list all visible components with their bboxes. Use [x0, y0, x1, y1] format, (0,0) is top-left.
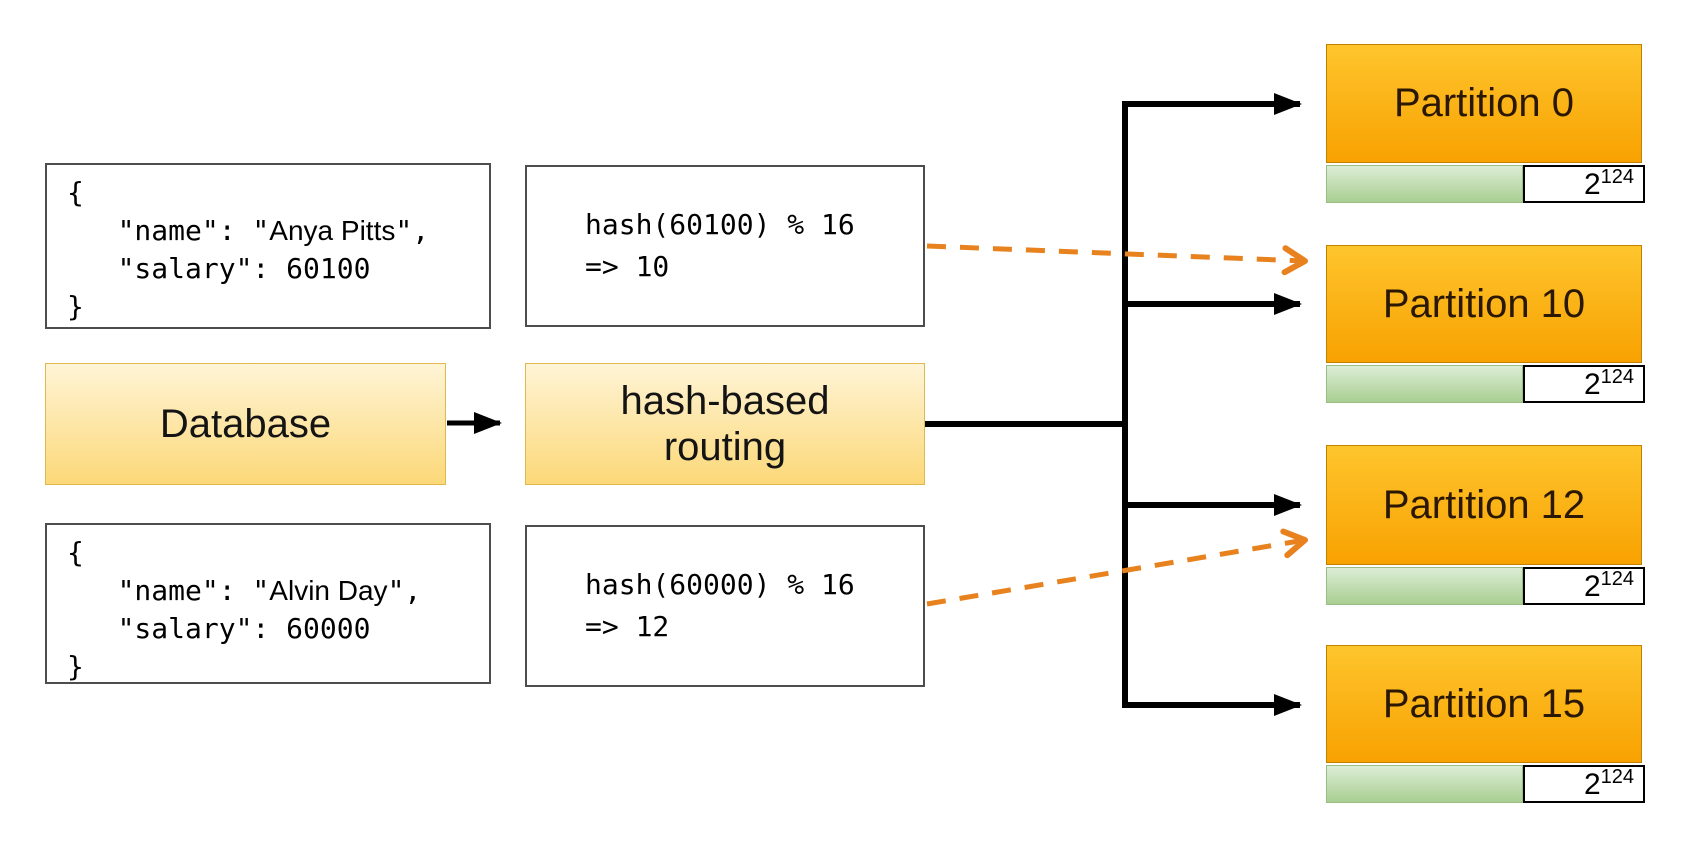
doc2-name-line: "name": "Alvin Day",	[67, 574, 422, 607]
dashed-arrow-hash1-to-partition-10	[926, 243, 1308, 276]
range-base: 2124	[1583, 366, 1634, 401]
doc2-open-brace: {	[67, 536, 84, 569]
doc1-open-brace: {	[67, 176, 84, 209]
arrow-trunk-to-partition-0	[1122, 93, 1302, 424]
partition-12-label: Partition 12	[1382, 482, 1586, 527]
range-base: 2124	[1583, 568, 1634, 603]
document-json-2: { "name": "Alvin Day", "salary": 60000 }	[45, 523, 491, 684]
partition-15-range-bar	[1326, 765, 1523, 803]
hash1-expression: hash(60100) % 16	[585, 208, 855, 241]
partition-0-range-bar	[1326, 165, 1523, 203]
doc1-name-line: "name": "Anya Pitts",	[67, 214, 430, 247]
range-base: 2124	[1583, 166, 1634, 201]
range-exponent: 124	[1600, 366, 1634, 388]
partition-0-range-value: 2124	[1523, 165, 1645, 203]
doc1-close-brace: }	[67, 290, 84, 323]
arrow-trunk-to-partition-15	[1122, 424, 1302, 716]
partition-15-range-value: 2124	[1523, 765, 1645, 803]
partition-12-box: Partition 12	[1326, 445, 1642, 565]
database-box: Database	[45, 363, 446, 485]
doc1-salary-line: "salary": 60100	[67, 252, 371, 285]
range-exponent: 124	[1600, 568, 1634, 590]
partition-12-range-bar	[1326, 567, 1523, 605]
routing-label-line2: routing	[663, 425, 787, 469]
partition-0-box: Partition 0	[1326, 44, 1642, 163]
hash2-result: => 12	[585, 610, 670, 643]
partition-0-label: Partition 0	[1393, 81, 1575, 125]
arrow-trunk-to-partition-10	[1122, 293, 1302, 424]
partition-10-label: Partition 10	[1382, 281, 1586, 326]
database-label: Database	[159, 402, 332, 446]
dashed-arrow-hash2-to-partition-12	[926, 528, 1308, 607]
partition-10-box: Partition 10	[1326, 245, 1642, 363]
hash-step-2: hash(60000) % 16 => 12	[525, 525, 925, 687]
routing-label-line1: hash-based	[620, 379, 830, 423]
partition-12-range-value: 2124	[1523, 567, 1645, 605]
doc2-close-brace: }	[67, 650, 84, 683]
hash2-expression: hash(60000) % 16	[585, 568, 855, 601]
document-json-1: { "name": "Anya Pitts", "salary": 60100 …	[45, 163, 491, 329]
doc2-name-value: Alvin Day	[269, 575, 388, 606]
partition-15-label: Partition 15	[1382, 681, 1586, 726]
hash-routing-box: hash-based routing	[525, 363, 925, 485]
range-exponent: 124	[1600, 766, 1634, 788]
hash-step-1: hash(60100) % 16 => 10	[525, 165, 925, 327]
hash1-result: => 10	[585, 250, 670, 283]
arrow-trunk-to-partition-12	[1122, 424, 1302, 516]
partition-10-range-bar	[1326, 365, 1523, 403]
doc2-salary-line: "salary": 60000	[67, 612, 371, 645]
doc1-name-value: Anya Pitts	[269, 215, 396, 246]
partition-15-box: Partition 15	[1326, 645, 1642, 763]
range-exponent: 124	[1600, 166, 1634, 188]
partition-10-range-value: 2124	[1523, 365, 1645, 403]
range-base: 2124	[1583, 766, 1634, 801]
